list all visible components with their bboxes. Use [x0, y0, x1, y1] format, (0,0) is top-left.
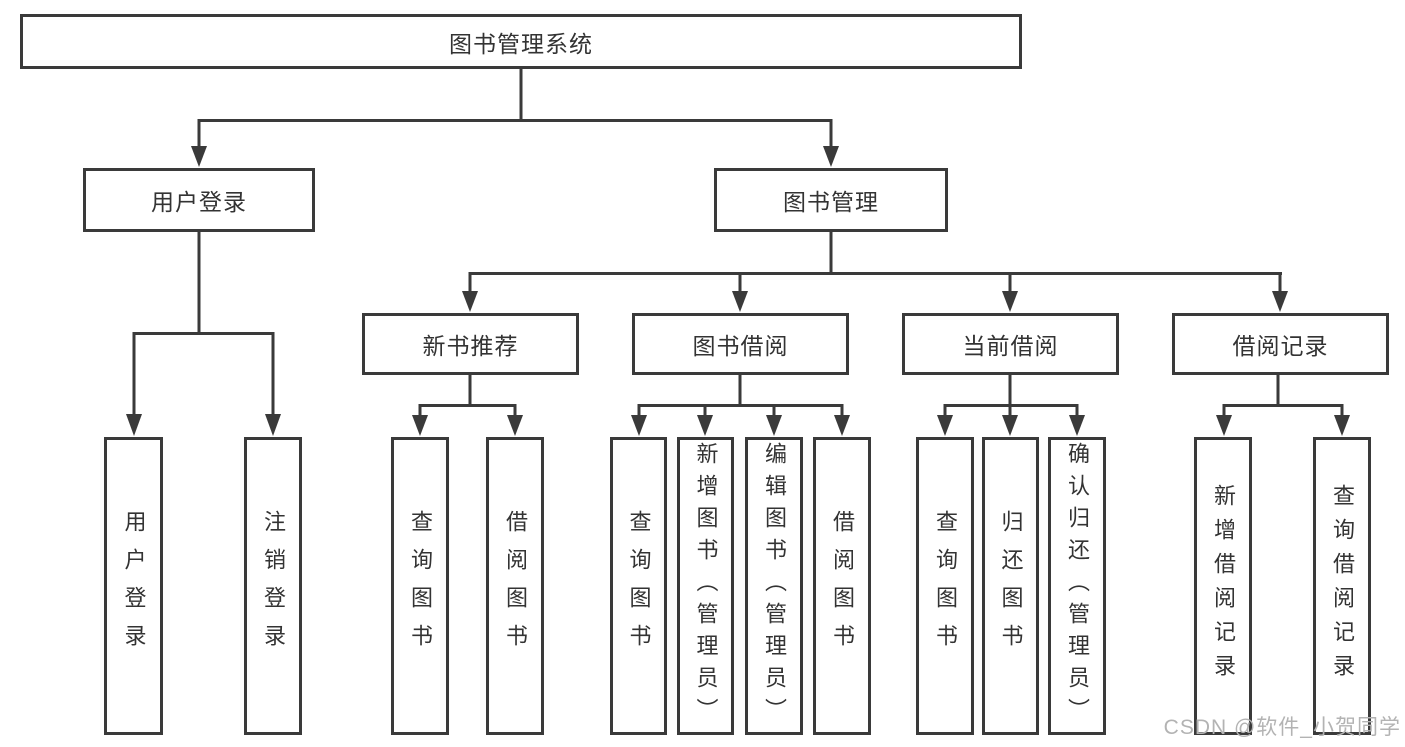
arrow-down-icon	[462, 291, 478, 312]
leaf-label: 确认归还（管理员）	[1065, 442, 1090, 730]
leaf-label: 查询图书	[408, 510, 433, 662]
leaf-user-login: 用户登录	[104, 437, 163, 735]
node-user-login: 用户登录	[83, 168, 315, 232]
leaf-label: 注销登录	[261, 510, 286, 662]
leaf-label: 用户登录	[121, 510, 147, 662]
leaf-label: 归还图书	[998, 510, 1024, 662]
leaf-label: 借阅图书	[830, 510, 855, 662]
arrow-down-icon	[126, 414, 142, 436]
node-label: 图书管理	[783, 189, 879, 215]
leaf-logout: 注销登录	[244, 437, 302, 735]
node-label: 图书管理系统	[449, 30, 593, 57]
csdn-watermark: CSDN @软件_小贺同学	[1163, 716, 1401, 739]
leaf-add-books-admin: 新增图书（管理员）	[677, 437, 734, 735]
leaf-query-books: 查询图书	[610, 437, 667, 735]
leaf-borrow-books: 借阅图书	[486, 437, 544, 735]
arrow-down-icon	[1002, 291, 1018, 312]
node-label: 用户登录	[151, 189, 247, 215]
leaf-query-books: 查询图书	[916, 437, 974, 735]
arrow-down-icon	[191, 146, 207, 167]
leaf-add-borrow-record: 新增借阅记录	[1194, 437, 1252, 735]
leaf-label: 新增借阅记录	[1211, 484, 1236, 688]
arrow-down-icon	[834, 415, 850, 436]
arrow-down-icon	[697, 415, 713, 436]
leaf-edit-books-admin: 编辑图书（管理员）	[745, 437, 803, 735]
node-label: 图书借阅	[692, 333, 789, 359]
arrow-down-icon	[1002, 415, 1018, 436]
node-current-borrowing: 当前借阅	[902, 313, 1119, 375]
arrow-down-icon	[265, 414, 281, 436]
arrow-down-icon	[823, 146, 839, 167]
leaf-label: 查询图书	[626, 510, 652, 662]
node-label: 新书推荐	[422, 333, 519, 359]
leaf-label: 借阅图书	[503, 510, 528, 662]
arrow-down-icon	[1069, 415, 1085, 436]
node-book-management: 图书管理	[714, 168, 948, 232]
node-borrowing-records: 借阅记录	[1172, 313, 1389, 375]
arrow-down-icon	[732, 291, 748, 312]
leaf-label: 新增图书（管理员）	[693, 442, 719, 730]
arrow-down-icon	[766, 415, 782, 436]
node-label: 借阅记录	[1232, 333, 1329, 359]
leaf-return-books: 归还图书	[982, 437, 1039, 735]
arrow-down-icon	[412, 415, 428, 436]
leaf-label: 编辑图书（管理员）	[762, 442, 787, 730]
leaf-query-books: 查询图书	[391, 437, 449, 735]
leaf-label: 查询借阅记录	[1330, 484, 1355, 688]
node-library-system: 图书管理系统	[20, 14, 1022, 69]
leaf-query-borrow-record: 查询借阅记录	[1313, 437, 1371, 735]
leaf-borrow-books: 借阅图书	[813, 437, 871, 735]
arrow-down-icon	[1216, 415, 1232, 436]
arrow-down-icon	[507, 415, 523, 436]
node-label: 当前借阅	[962, 333, 1059, 359]
arrow-down-icon	[631, 415, 647, 436]
leaf-confirm-return-admin: 确认归还（管理员）	[1048, 437, 1106, 735]
node-new-book-recommendation: 新书推荐	[362, 313, 579, 375]
leaf-label: 查询图书	[933, 510, 958, 662]
arrow-down-icon	[937, 415, 953, 436]
arrow-down-icon	[1334, 415, 1350, 436]
arrow-down-icon	[1272, 291, 1288, 312]
node-book-borrowing: 图书借阅	[632, 313, 849, 375]
